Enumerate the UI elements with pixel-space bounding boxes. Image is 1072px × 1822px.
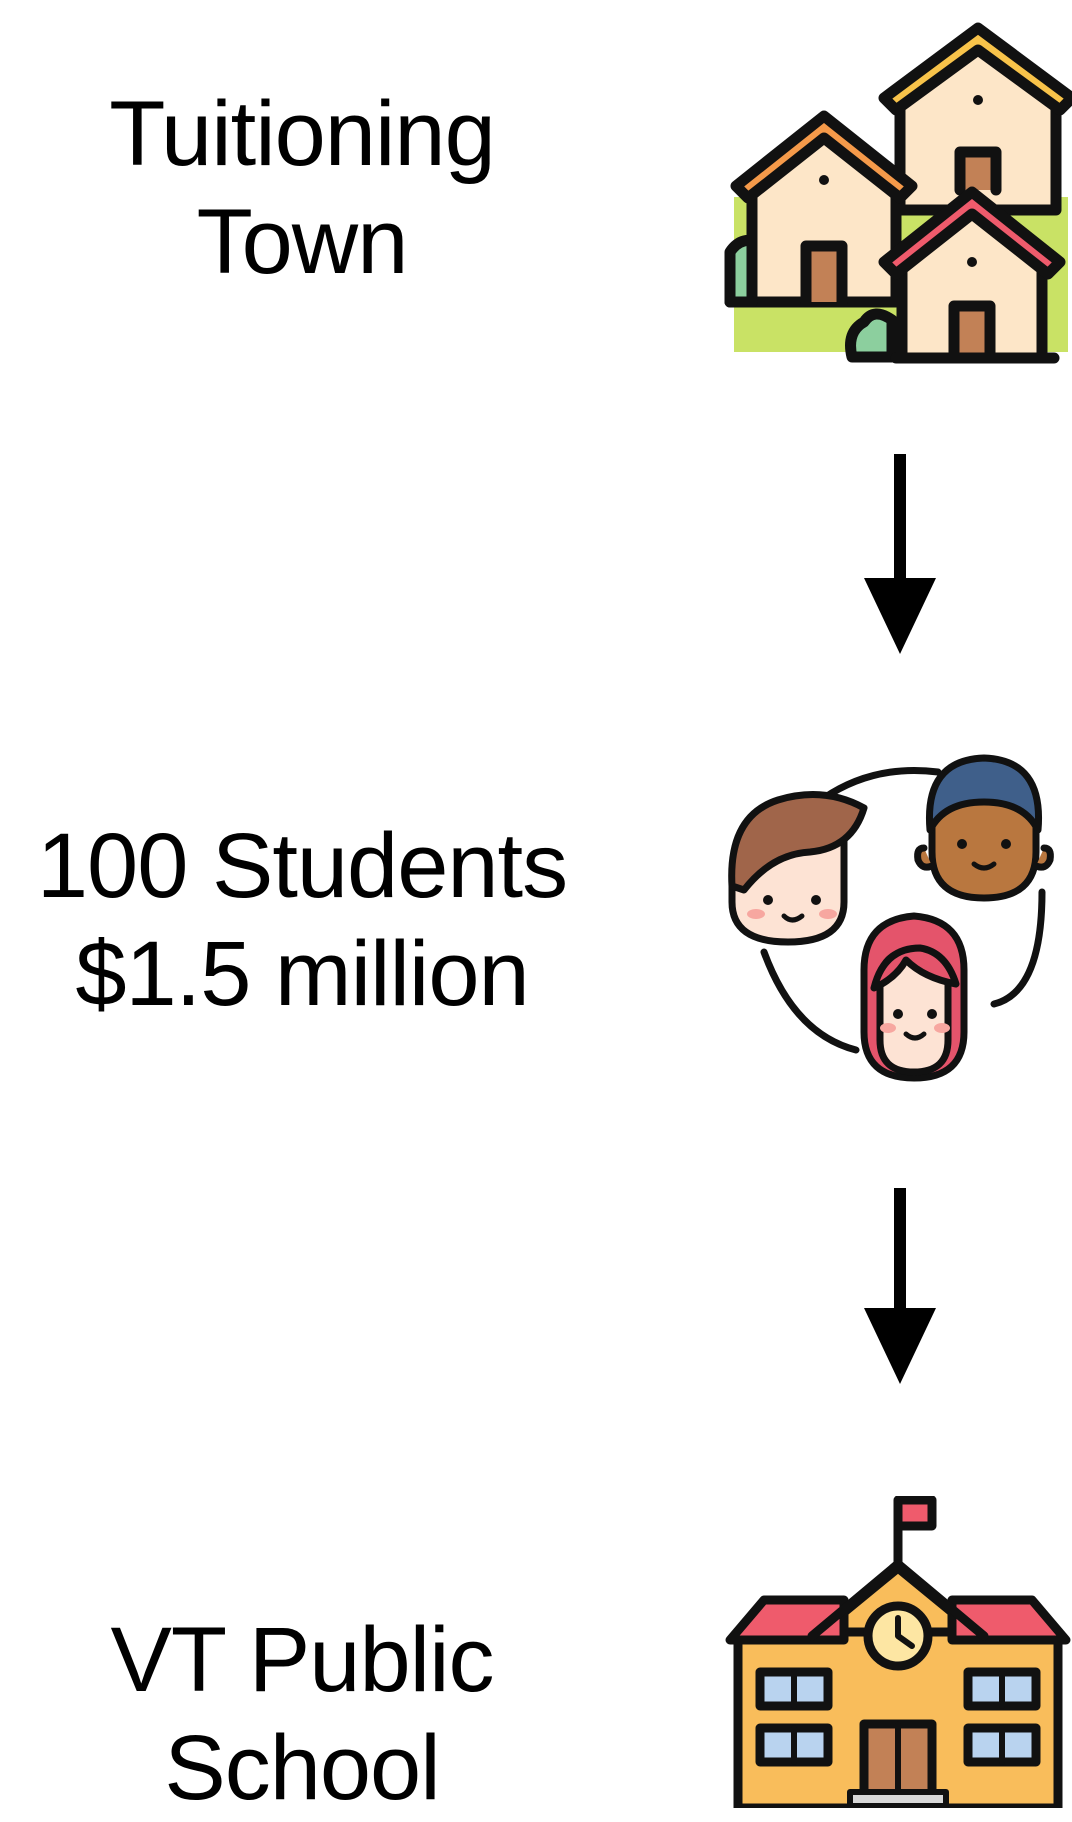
down-arrow-icon [864,1188,936,1384]
step-label-line: Town [196,191,409,293]
step-label-line: School [164,1717,440,1819]
students-icon [728,754,1054,1082]
step-label-line: VT Public [110,1609,494,1711]
step-label-students: 100 Students $1.5 million [0,812,604,1028]
step-label-line: Tuitioning [109,83,496,185]
step-label-tuitioning-town: Tuitioning Town [0,80,604,296]
houses-icon [724,22,1072,364]
down-arrow-icon [864,454,936,654]
step-label-line: 100 Students [36,815,568,917]
step-label-vt-public-school: VT Public School [0,1606,604,1822]
school-building-icon [725,1496,1071,1808]
step-label-line: $1.5 million [75,923,529,1025]
